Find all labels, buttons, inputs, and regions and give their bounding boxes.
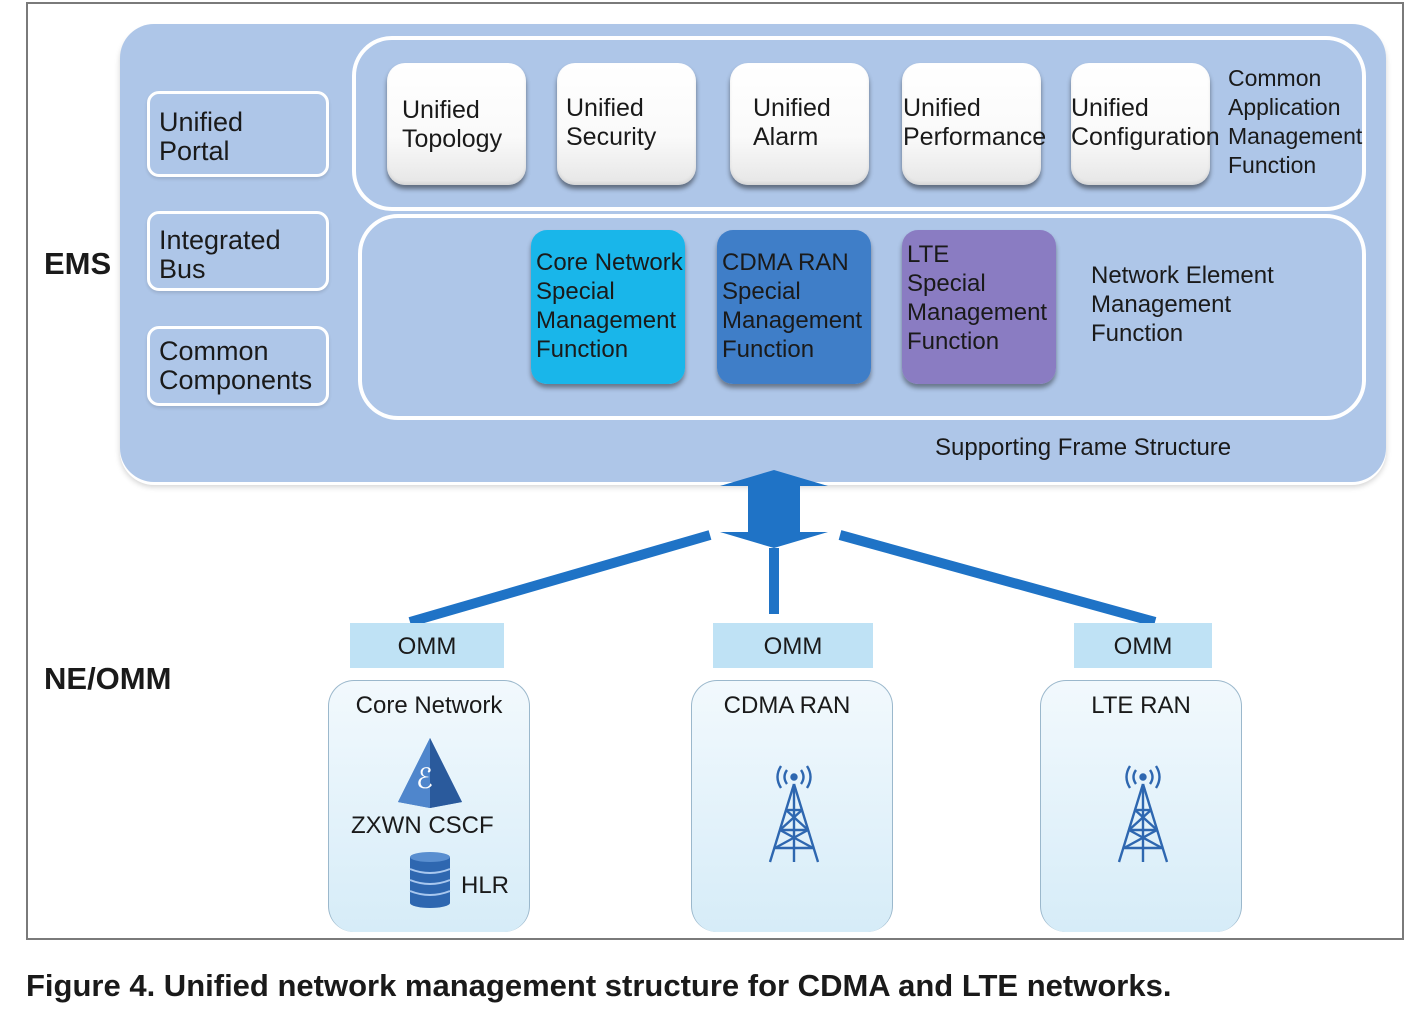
unified-configuration-line2: Configuration	[1071, 123, 1220, 151]
cdma-ran-ne-box	[691, 680, 893, 932]
unified-configuration-line1: Unified	[1071, 94, 1149, 122]
ne-management-label-line: Function	[1091, 320, 1184, 347]
cscf-pyramid-icon: ℰ	[398, 738, 462, 808]
uplink-arrow	[720, 470, 828, 548]
ne-omm-level-label: NE/OMM	[44, 661, 172, 696]
integrated-bus-line1: Integrated	[159, 225, 281, 255]
unified-portal-box: Unified Portal	[147, 91, 329, 177]
core-network-title: Core Network	[355, 692, 503, 719]
cscf-label: ZXWN CSCF	[351, 812, 494, 839]
cdma-ran-title: CDMA RAN	[723, 692, 851, 719]
common-components-line1: Common	[159, 336, 269, 366]
special-function-line: LTE	[907, 241, 950, 268]
common-components-line2: Components	[159, 365, 313, 395]
special-function-line: Management	[722, 307, 863, 334]
special-function-line: Special	[722, 278, 801, 305]
unified-performance-line1: Unified	[903, 94, 981, 122]
special-function-line: Management	[536, 307, 677, 334]
lte-special-function-box: LTE Special Management Function	[902, 230, 1056, 384]
unified-security-line1: Unified	[566, 94, 644, 122]
special-function-line: Special	[907, 270, 986, 297]
unified-topology-line1: Unified	[402, 96, 480, 124]
unified-portal-line1: Unified	[159, 107, 244, 137]
lte-ran-ne-box	[1040, 680, 1242, 932]
radio-tower-icon	[768, 765, 820, 863]
unified-alarm-line2: Alarm	[753, 123, 819, 151]
special-function-line: Function	[907, 328, 1000, 355]
unified-configuration-box: Unified Configuration	[1071, 63, 1220, 185]
special-function-line: CDMA RAN	[722, 249, 849, 276]
integrated-bus-box: Integrated Bus	[147, 211, 329, 291]
unified-topology-line2: Topology	[402, 125, 503, 153]
unified-topology-box: Unified Topology	[387, 63, 526, 185]
special-function-line: Special	[536, 278, 615, 305]
common-application-label-line: Function	[1228, 152, 1317, 178]
special-function-line: Function	[722, 336, 815, 363]
common-application-label-line: Common	[1228, 65, 1322, 91]
unified-security-line2: Security	[566, 123, 657, 151]
ne-management-label: Network Element Management Function	[1091, 261, 1274, 348]
lte-ran-title: LTE RAN	[1091, 692, 1191, 719]
svg-text:ℰ: ℰ	[416, 762, 433, 795]
unified-security-box: Unified Security	[557, 63, 696, 185]
special-function-line: Function	[536, 336, 629, 363]
unified-portal-line2: Portal	[159, 136, 230, 166]
unified-performance-line2: Performance	[903, 123, 1047, 151]
ems-level-label: EMS	[44, 246, 112, 281]
common-application-label: Common Application Management Function	[1228, 64, 1362, 180]
common-components-box: Common Components	[147, 326, 329, 406]
ne-management-label-line: Network Element	[1091, 262, 1274, 289]
supporting-frame-label: Supporting Frame Structure	[935, 434, 1232, 461]
core-network-special-function-box: Core Network Special Management Function	[531, 230, 685, 384]
unified-alarm-line1: Unified	[753, 94, 831, 122]
radio-tower-icon	[1117, 765, 1169, 863]
common-application-label-line: Management	[1228, 123, 1363, 149]
unified-performance-box: Unified Performance	[902, 63, 1047, 185]
omm-lte-ran: OMM	[1074, 623, 1212, 668]
unified-alarm-box: Unified Alarm	[730, 63, 869, 185]
ne-management-label-line: Management	[1091, 291, 1232, 318]
special-function-line: Core Network	[536, 249, 683, 276]
omm-cdma-ran: OMM	[713, 623, 873, 668]
figure-caption: Figure 4. Unified network management str…	[26, 968, 1172, 1003]
hlr-label: HLR	[461, 872, 510, 899]
omm-core-network: OMM	[350, 623, 504, 668]
special-function-line: Management	[907, 299, 1048, 326]
database-icon	[409, 852, 451, 908]
common-application-label-line: Application	[1228, 94, 1341, 120]
connector-lte-ran	[838, 530, 1157, 627]
cdma-ran-special-function-box: CDMA RAN Special Management Function	[717, 230, 871, 384]
integrated-bus-line2: Bus	[159, 254, 206, 284]
connector-core-network	[408, 530, 712, 627]
